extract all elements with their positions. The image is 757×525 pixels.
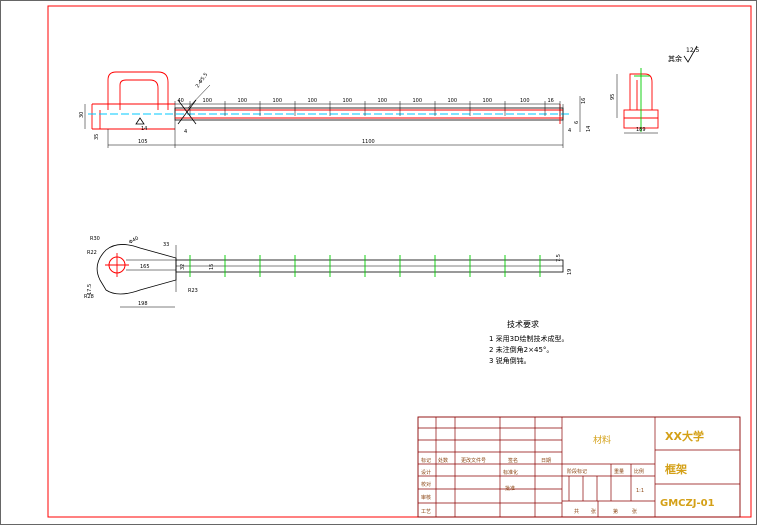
bracket-outline bbox=[107, 71, 169, 110]
top-dim-label: 100 bbox=[378, 98, 388, 104]
roughness-value: 12.5 bbox=[686, 47, 700, 54]
row-process: 工艺 bbox=[421, 509, 431, 515]
title-part-name: 框架 bbox=[665, 462, 687, 476]
top-dim-label: 100 bbox=[520, 98, 530, 104]
top-175: 17.5 bbox=[87, 284, 93, 295]
top-165: 165 bbox=[140, 264, 150, 270]
side-view: 95 189 bbox=[610, 68, 659, 134]
title-block: 材料 XX大学 框架 GMCZJ-01 标记 处数 更改文件号 签名 日期 设计… bbox=[417, 416, 741, 518]
row-mark: 标记 bbox=[421, 457, 431, 464]
tech-requirements: 技术要求 1 采用3D绘制技术成型。 2 未注倒角2×45°。 3 锐角倒钝。 bbox=[489, 319, 569, 365]
dim-1100-label: 1100 bbox=[362, 139, 375, 145]
top-r28: R28 bbox=[84, 294, 94, 300]
top-15: 15 bbox=[209, 264, 215, 270]
top-dim-label: 100 bbox=[203, 98, 213, 104]
col-change: 更改文件号 bbox=[461, 457, 486, 464]
top-dim-label: 100 bbox=[483, 98, 493, 104]
top-dim-label: 100 bbox=[343, 98, 353, 104]
top-dim-label: 100 bbox=[273, 98, 283, 104]
top-dim-label: 100 bbox=[308, 98, 318, 104]
top-dim-labels: 40 100 100 100 100 100 100 100 100 100 100 16 bbox=[178, 98, 554, 104]
stage-label: 阶段标记 bbox=[567, 468, 587, 475]
top-dim-label: 100 bbox=[448, 98, 458, 104]
approve-label: 批准 bbox=[505, 485, 515, 492]
support-ticks bbox=[189, 255, 541, 277]
dim-right-b: 6 bbox=[574, 121, 580, 124]
sheet-no-unit: 张 bbox=[632, 508, 637, 515]
top-dim-label: 100 bbox=[238, 98, 248, 104]
top-dim-label: 16 bbox=[548, 98, 554, 104]
side-dim-width: 189 bbox=[636, 127, 646, 133]
top-19: 19 bbox=[567, 269, 573, 275]
tech-item-3: 3 锐角倒钝。 bbox=[489, 356, 531, 365]
angle-marker bbox=[135, 117, 145, 125]
ratio-label: 比例 bbox=[634, 468, 644, 475]
dim-right-a: 4 bbox=[568, 128, 571, 134]
col-date: 日期 bbox=[541, 458, 551, 464]
top-32: 32 bbox=[180, 264, 186, 270]
front-view: 40 100 100 100 100 100 100 100 100 100 100 16 105 1… bbox=[79, 71, 592, 148]
side-dim-height: 95 bbox=[610, 94, 616, 100]
col-sign: 签名 bbox=[508, 457, 518, 464]
top-198: 198 bbox=[138, 301, 148, 307]
drawing-frame bbox=[47, 5, 752, 518]
sheet-no: 第 bbox=[613, 508, 618, 515]
dim-right-d: 16 bbox=[581, 98, 587, 104]
bracket-inner bbox=[119, 79, 159, 110]
row-design: 设计 bbox=[421, 469, 431, 476]
standardize-label: 标准化 bbox=[503, 469, 518, 476]
tech-title: 技术要求 bbox=[507, 319, 539, 329]
sheet-total-unit: 张 bbox=[591, 508, 596, 515]
top-dim-label: 100 bbox=[413, 98, 423, 104]
top-phi: Φ40 bbox=[128, 235, 140, 245]
top-view: R30 R22 R28 Φ40 33 165 17.5 15 198 R23 7… bbox=[84, 235, 573, 308]
dim-left-height: 30 bbox=[79, 112, 85, 118]
dim-105-label: 105 bbox=[138, 139, 148, 145]
weight-label: 重量 bbox=[614, 468, 624, 475]
scale-value: 1:1 bbox=[636, 488, 644, 494]
tech-item-2: 2 未注倒角2×45°。 bbox=[489, 345, 553, 354]
top-r22: R22 bbox=[87, 250, 97, 256]
top-dim-label: 40 bbox=[178, 98, 184, 104]
roughness-note: 其余 12.5 bbox=[668, 45, 700, 63]
top-head-outline bbox=[96, 244, 177, 295]
dim-left-small: 35 bbox=[94, 134, 100, 140]
top-33: 33 bbox=[163, 242, 169, 248]
title-drawing-no: GMCZJ-01 bbox=[660, 498, 715, 509]
col-count: 处数 bbox=[438, 457, 448, 464]
top-75: 7.5 bbox=[556, 254, 562, 262]
title-university: XX大学 bbox=[665, 429, 704, 443]
dim-right-c: 14 bbox=[586, 126, 592, 132]
title-block-frame bbox=[417, 416, 741, 518]
sheet-total: 共 bbox=[574, 508, 579, 515]
top-dim-ticks bbox=[174, 101, 561, 116]
row-check: 校对 bbox=[421, 481, 431, 488]
top-r30: R30 bbox=[90, 236, 100, 242]
tech-item-1: 1 采用3D绘制技术成型。 bbox=[489, 334, 569, 343]
dim-14-label: 14 bbox=[141, 126, 147, 132]
title-material: 材料 bbox=[593, 434, 611, 446]
dim-4-label: 4 bbox=[184, 129, 187, 135]
roughness-prefix: 其余 bbox=[668, 54, 682, 63]
dim-hole-label: 2-Φ5.5 bbox=[195, 72, 210, 89]
row-review: 审核 bbox=[421, 494, 431, 501]
top-slot bbox=[126, 259, 176, 271]
top-r23: R23 bbox=[188, 288, 198, 294]
roughness-icon bbox=[683, 45, 698, 63]
